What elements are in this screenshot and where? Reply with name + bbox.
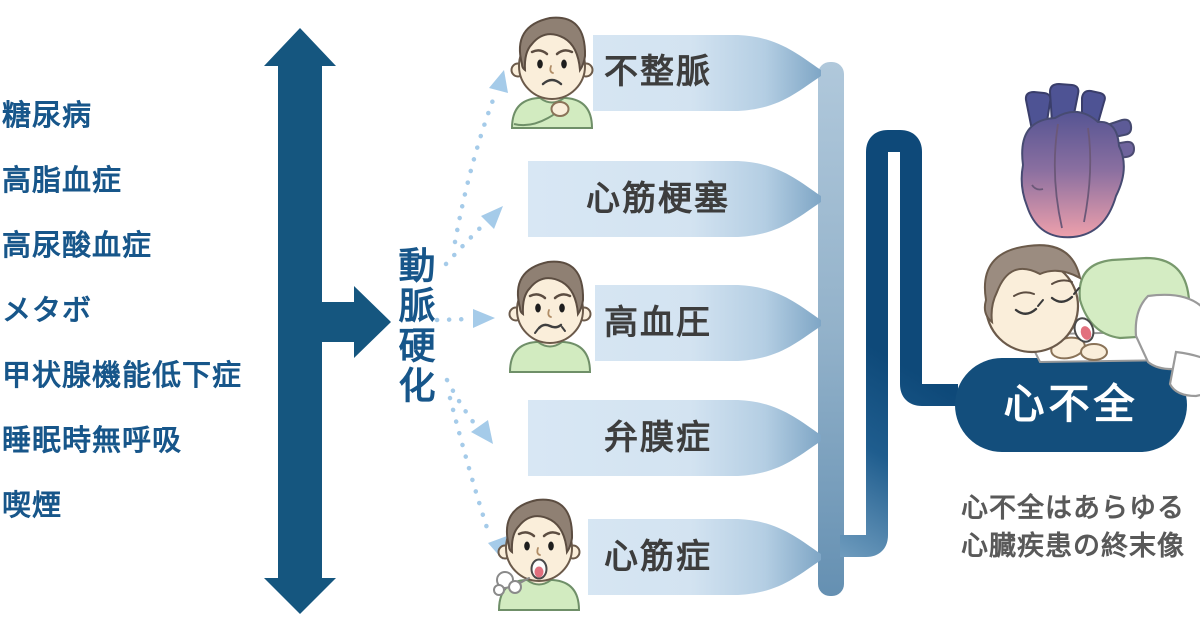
arteriosclerosis-label: 動脈硬化 <box>392 246 435 406</box>
heart-failure-pill <box>955 358 1187 452</box>
condition-label-hypertension: 高血圧 <box>604 303 712 343</box>
banner-myocardial-infarction <box>528 161 821 237</box>
risk-severity-double-arrow <box>264 28 391 614</box>
dotted-arrow-2 <box>443 219 489 267</box>
risk-factor-diabetes: 糖尿病 <box>2 98 93 132</box>
breathless-man-illustration <box>493 498 581 612</box>
risk-factor-smoking: 喫煙 <box>2 488 63 522</box>
risk-factor-sleep-apnea: 睡眠時無呼吸 <box>2 423 183 457</box>
heart-failure-label: 心不全 <box>1003 380 1139 428</box>
anatomical-heart-illustration <box>1020 82 1136 239</box>
risk-factor-metabolic: メタボ <box>2 293 93 327</box>
funnel-strip <box>818 62 844 596</box>
dotted-arrow-4 <box>444 377 480 430</box>
dotted-arrow-3 <box>434 316 473 323</box>
worried-man-grimace-illustration <box>508 260 592 374</box>
risk-factor-hyperlipidemia: 高脂血症 <box>2 163 123 197</box>
banner-valvular-disease <box>528 400 821 476</box>
risk-factor-hypothyroidism: 甲状腺機能低下症 <box>2 358 243 392</box>
banner-arrhythmia <box>593 35 821 111</box>
banner-hypertension <box>595 285 821 361</box>
dotted-arrowheads <box>471 70 508 560</box>
breath-puff-icon <box>493 571 530 596</box>
condition-label-myocardial-infarction: 心筋梗塞 <box>586 179 730 219</box>
condition-label-cardiomyopathy: 心筋症 <box>604 537 712 577</box>
sleeping-man-illustration <box>983 244 1200 398</box>
condition-label-valvular-disease: 弁膜症 <box>604 418 712 458</box>
condition-banners <box>528 35 821 595</box>
banner-cardiomyopathy <box>588 519 821 595</box>
arteriosclerosis-to-disease-dotted-arrows <box>434 89 499 531</box>
caption-line-2: 心臓疾患の終末像 <box>961 531 1185 562</box>
worried-man-chest-pain-illustration <box>510 16 594 130</box>
condition-label-arrhythmia: 不整脈 <box>604 52 712 92</box>
caption-line-1: 心不全はあらゆる <box>961 493 1185 524</box>
risk-factor-hyperuricemia: 高尿酸血症 <box>2 228 153 262</box>
dotted-arrow-5 <box>447 395 490 531</box>
convergence-pipe <box>840 130 958 557</box>
